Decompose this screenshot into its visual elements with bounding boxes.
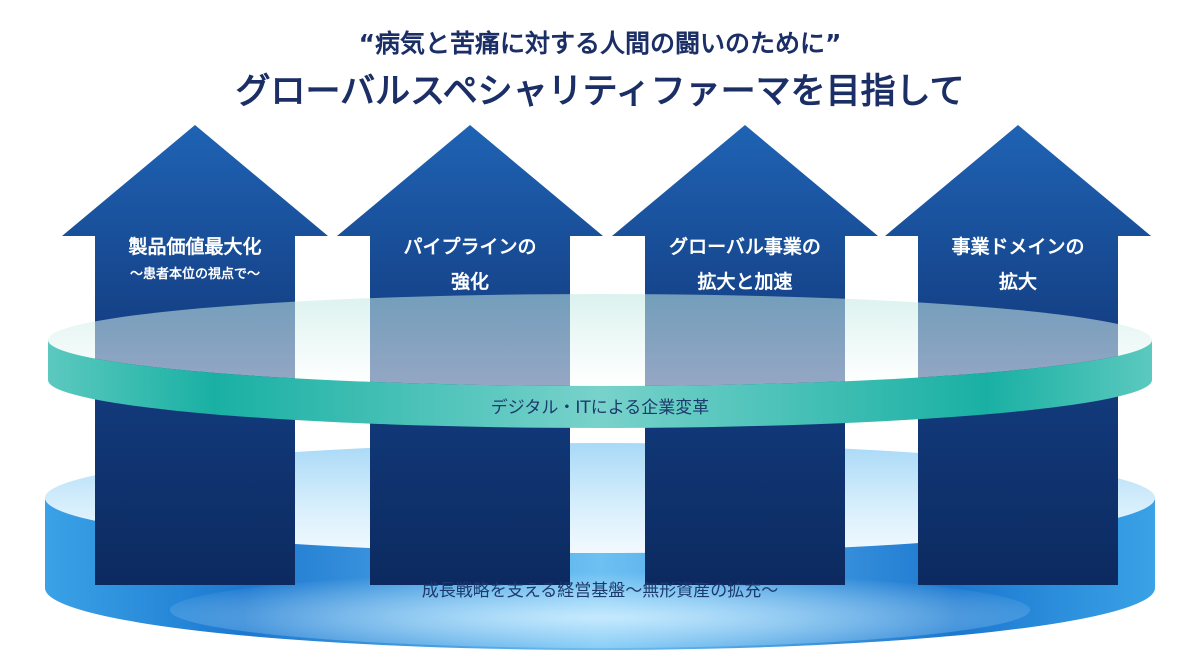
arrow-4-label-line1: 事業ドメインの (951, 235, 1084, 258)
middle-band-side (48, 340, 1152, 428)
arrow-1-label-line2: 〜患者本位の視点で〜 (130, 266, 260, 282)
middle-band-top-surface (48, 294, 1152, 386)
middle-band-label: デジタル・ITによる企業変革 (491, 397, 710, 418)
middle-band: デジタル・ITによる企業変革 (48, 294, 1152, 428)
bottom-base (45, 443, 1155, 650)
bottom-base-top-surface (45, 443, 1155, 553)
arrow-3-label-line1: グローバル事業の (669, 235, 821, 258)
arrow-3-label-line2: 拡大と加速 (697, 270, 792, 293)
bottom-base-glow (170, 572, 1030, 648)
bottom-base-label: 成長戦略を支える経営基盤〜無形資産の拡充〜 (422, 581, 779, 601)
arrow-2-label-line2: 強化 (451, 270, 489, 293)
arrow-2-label-line1: パイプラインの (403, 235, 536, 258)
page-title: グローバルスペシャリティファーマを目指して (235, 72, 964, 112)
subtitle: “病気と苦痛に対する人間の闘いのために” (359, 29, 842, 58)
arrow-1-label-line1: 製品価値最大化 (127, 235, 261, 258)
arrow-4-label-line2: 拡大 (999, 270, 1037, 293)
